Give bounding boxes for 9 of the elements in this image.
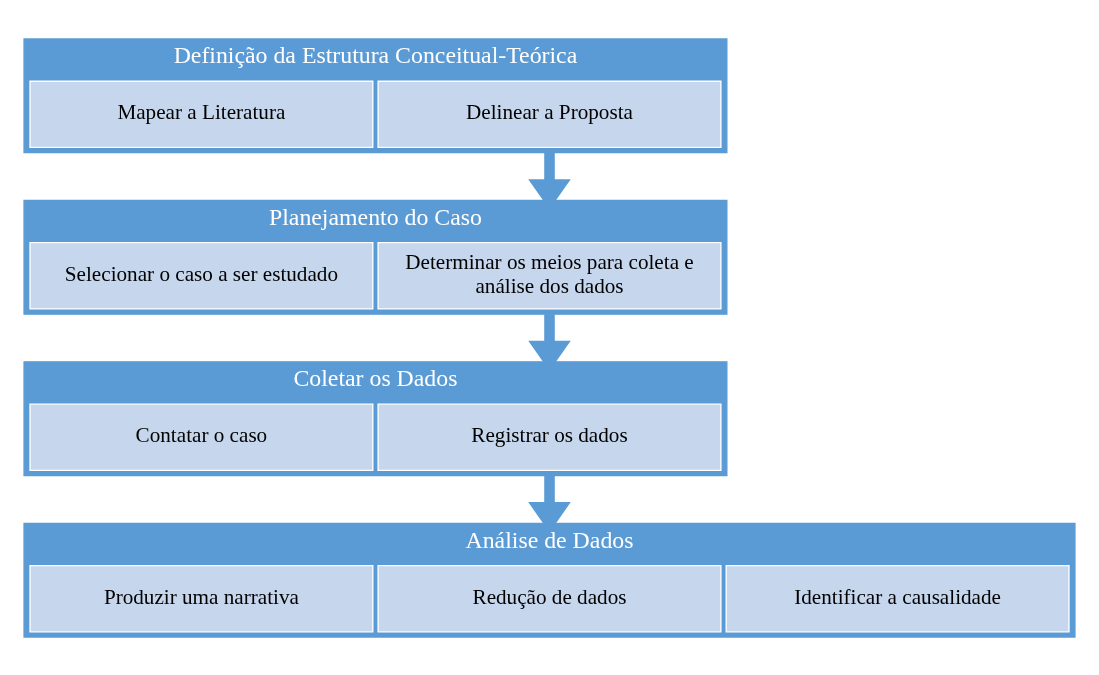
node-box: Mapear a Literatura xyxy=(29,80,374,148)
node-box: Contatar o caso xyxy=(29,403,374,471)
node-box: Selecionar o caso a ser estudado xyxy=(29,241,374,310)
node-box: Registrar os dados xyxy=(377,403,722,471)
node-box: Produzir uma narrativa xyxy=(29,564,374,632)
node-box: Delinear a Proposta xyxy=(377,80,722,148)
node-box: Identificar a causalidade xyxy=(725,564,1070,632)
node-box: Redução de dados xyxy=(377,564,722,632)
node-box: Determinar os meios para coleta e análise dos dados xyxy=(377,241,722,310)
